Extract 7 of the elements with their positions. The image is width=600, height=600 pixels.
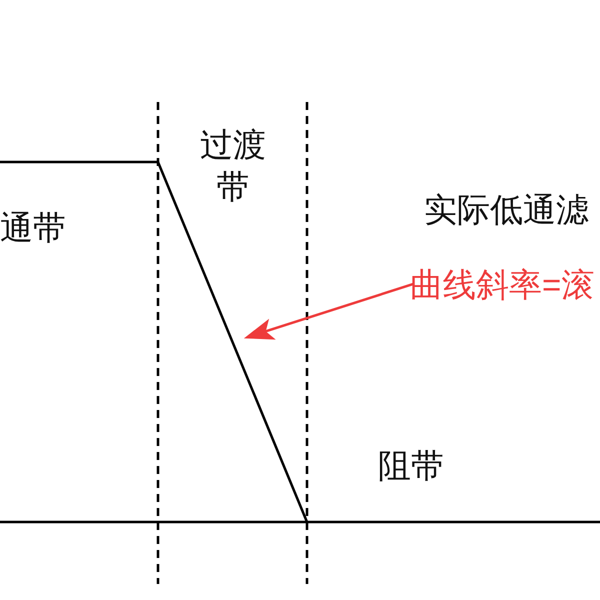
arrow xyxy=(244,282,414,340)
slope-line xyxy=(156,162,308,522)
band-label: 通带 xyxy=(0,208,66,248)
band-label: 阻带 xyxy=(378,446,444,486)
band-label: 过渡带 xyxy=(199,125,267,207)
annotation-text: 曲线斜率=滚 xyxy=(410,264,594,306)
band-label: 实际低通滤 xyxy=(424,190,589,230)
